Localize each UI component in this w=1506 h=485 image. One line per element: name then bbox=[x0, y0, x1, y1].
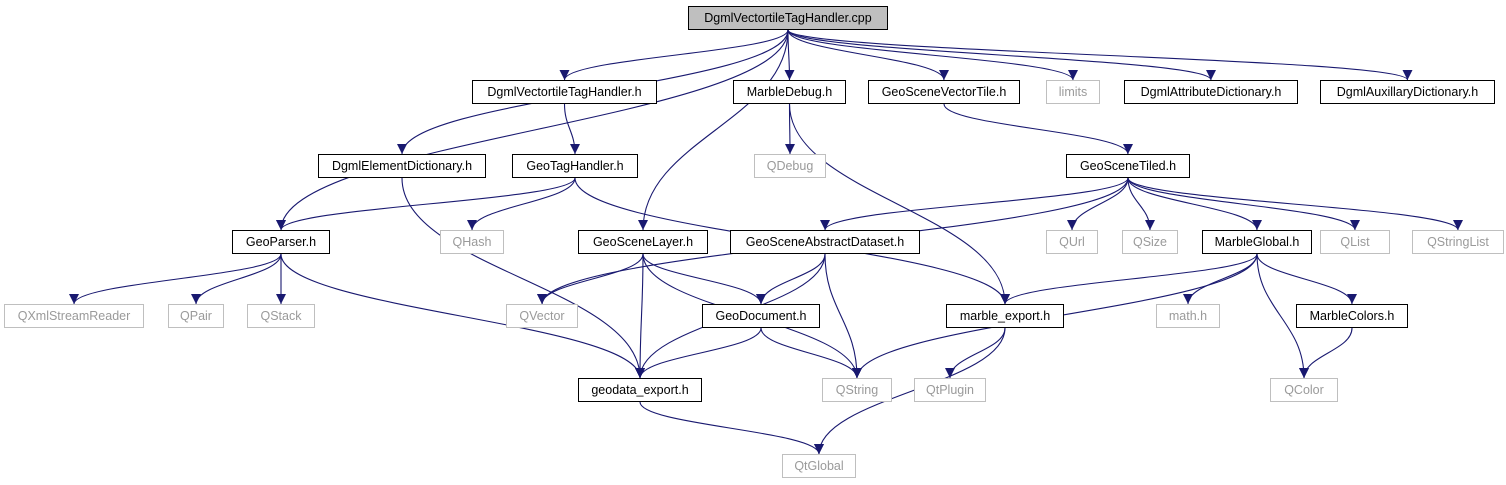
node-dgmlelementdictionary-h[interactable]: DgmlElementDictionary.h bbox=[318, 154, 486, 178]
node-geosceneabstractdataset-h[interactable]: GeoSceneAbstractDataset.h bbox=[730, 230, 920, 254]
edge-layer-to-qvector bbox=[537, 253, 644, 305]
node-qsize: QSize bbox=[1122, 230, 1178, 254]
node-geodata-export-h[interactable]: geodata_export.h bbox=[578, 378, 702, 402]
edge-tiled-to-qsize bbox=[1127, 177, 1155, 231]
node-dgmlvectortiletaghandler-h[interactable]: DgmlVectortileTagHandler.h bbox=[472, 80, 657, 104]
edge-layer-to-doc bbox=[642, 253, 766, 305]
edge-gexport-to-qtglobal bbox=[639, 401, 824, 455]
edge-root-to-debug bbox=[784, 29, 795, 81]
node-qtplugin: QtPlugin bbox=[914, 378, 986, 402]
edge-doc-to-qstring bbox=[760, 327, 862, 379]
node-limits: limits bbox=[1046, 80, 1100, 104]
edge-tiled-to-abstract bbox=[820, 177, 1129, 231]
edge-root-to-attr bbox=[787, 29, 1216, 81]
node-dgmlauxillarydictionary-h[interactable]: DgmlAuxillaryDictionary.h bbox=[1320, 80, 1495, 104]
edge-root-to-parser bbox=[276, 29, 789, 231]
node-qdebug: QDebug bbox=[754, 154, 826, 178]
edge-parser-to-qxml bbox=[69, 253, 282, 305]
edge-abstract-to-qstring bbox=[824, 253, 862, 379]
node-dgmlvectortiletaghandler-cpp[interactable]: DgmlVectortileTagHandler.cpp bbox=[688, 6, 888, 30]
edge-elem-to-gexport bbox=[401, 177, 645, 379]
edge-global-to-math bbox=[1183, 253, 1258, 305]
edge-tiled-to-qlist bbox=[1127, 177, 1360, 231]
node-geodocument-h[interactable]: GeoDocument.h bbox=[702, 304, 820, 328]
node-qstring: QString bbox=[822, 378, 892, 402]
edge-tiled-to-global bbox=[1127, 177, 1262, 231]
node-qlist: QList bbox=[1320, 230, 1390, 254]
edge-abstract-to-doc bbox=[756, 253, 826, 305]
node-geotaghandler-h[interactable]: GeoTagHandler.h bbox=[512, 154, 638, 178]
edge-tag-to-qhash bbox=[467, 177, 576, 231]
node-dgmlattributedictionary-h[interactable]: DgmlAttributeDictionary.h bbox=[1124, 80, 1298, 104]
node-qstack: QStack bbox=[247, 304, 315, 328]
edge-doc-to-gexport bbox=[635, 327, 762, 379]
edge-root-to-svt bbox=[787, 29, 949, 81]
node-marbledebug-h[interactable]: MarbleDebug.h bbox=[733, 80, 846, 104]
node-geoscenelayer-h[interactable]: GeoSceneLayer.h bbox=[578, 230, 708, 254]
node-marblecolors-h[interactable]: MarbleColors.h bbox=[1296, 304, 1408, 328]
edge-mexport-to-qtglobal bbox=[814, 327, 1006, 455]
edge-parser-to-gexport bbox=[280, 253, 645, 379]
edge-root-to-layer bbox=[638, 29, 789, 231]
node-math-h: math.h bbox=[1156, 304, 1220, 328]
node-geoparser-h[interactable]: GeoParser.h bbox=[232, 230, 330, 254]
edge-layer-to-gexport bbox=[635, 253, 646, 379]
node-qpair: QPair bbox=[168, 304, 224, 328]
node-marble-export-h[interactable]: marble_export.h bbox=[946, 304, 1064, 328]
edge-vthh-to-tag bbox=[563, 103, 580, 155]
node-geoscenetiled-h[interactable]: GeoSceneTiled.h bbox=[1066, 154, 1190, 178]
edge-parser-to-qpair bbox=[191, 253, 282, 305]
node-qcolor: QColor bbox=[1270, 378, 1338, 402]
edge-root-to-vthh bbox=[559, 29, 789, 81]
node-marbleglobal-h[interactable]: MarbleGlobal.h bbox=[1202, 230, 1312, 254]
edge-svt-to-tiled bbox=[943, 103, 1133, 155]
edge-colors-to-qcolor bbox=[1299, 327, 1353, 379]
node-qurl: QUrl bbox=[1046, 230, 1098, 254]
node-qstringlist: QStringList bbox=[1412, 230, 1504, 254]
node-qhash: QHash bbox=[440, 230, 504, 254]
node-qxmlstreamreader: QXmlStreamReader bbox=[4, 304, 144, 328]
edge-mexport-to-qtplugin bbox=[945, 327, 1006, 379]
edge-tag-to-parser bbox=[276, 177, 576, 231]
edge-root-to-aux bbox=[787, 29, 1413, 81]
edge-root-to-limits bbox=[787, 29, 1078, 81]
edge-global-to-qcolor bbox=[1256, 253, 1309, 379]
node-geoscenevectortile-h[interactable]: GeoSceneVectorTile.h bbox=[868, 80, 1020, 104]
edge-global-to-mexport bbox=[1000, 253, 1258, 305]
node-qtglobal: QtGlobal bbox=[782, 454, 856, 478]
node-qvector: QVector bbox=[506, 304, 578, 328]
edge-tiled-to-qurl bbox=[1067, 177, 1129, 231]
edge-debug-to-mexport bbox=[788, 103, 1010, 305]
edge-tiled-to-qstringlist bbox=[1127, 177, 1463, 231]
edge-global-to-colors bbox=[1256, 253, 1357, 305]
